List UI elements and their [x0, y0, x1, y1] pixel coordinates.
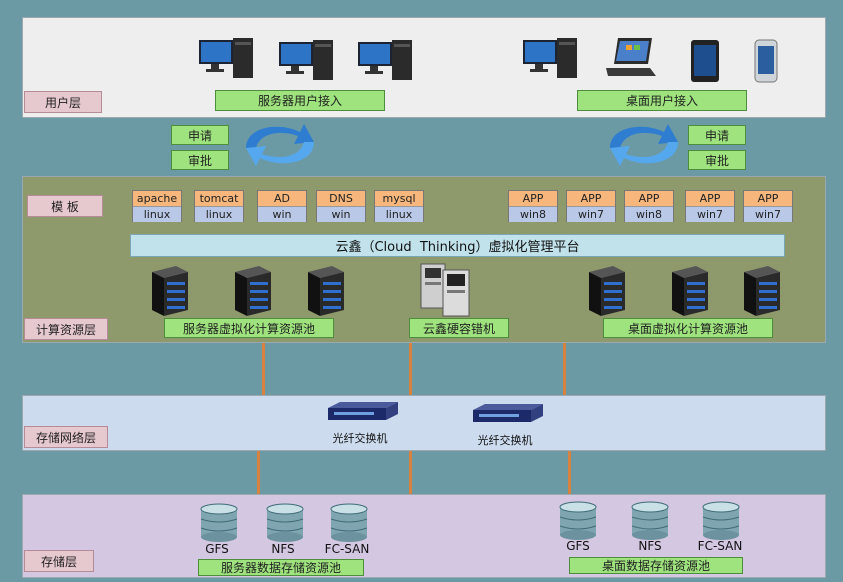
connector-line: [563, 342, 566, 395]
template-app: DNS: [317, 191, 365, 207]
template-app: APP: [567, 191, 615, 207]
fiber-switch-icon: [328, 402, 398, 420]
template-os: win7: [744, 207, 792, 222]
storage-type-label: GFS: [205, 542, 229, 556]
desktop-computer-icon: [199, 38, 253, 78]
storage-type-label: NFS: [638, 539, 662, 553]
storage-type-label: NFS: [271, 542, 295, 556]
database-icon: [266, 503, 304, 542]
fiber-switch-icon: [473, 404, 543, 422]
template-os: win7: [686, 207, 734, 222]
template-app: APP: [625, 191, 673, 207]
storage-network-layer-label: 存储网络层: [24, 426, 108, 448]
template-app: AD: [258, 191, 306, 207]
cycle-arrows-icon: [610, 124, 678, 166]
approve-label: 审批: [688, 150, 746, 170]
template-os: win: [258, 207, 306, 222]
database-icon: [631, 501, 669, 540]
database-icon: [702, 501, 740, 540]
user-layer-label: 用户层: [24, 91, 102, 113]
desktop-storage-pool-label: 桌面数据存储资源池: [569, 557, 743, 574]
template-app: APP: [744, 191, 792, 207]
desktop-computer-icon: [523, 38, 577, 78]
fiber-switch-label: 光纤交换机: [332, 432, 388, 445]
template-os: win: [317, 207, 365, 222]
server-rack-icon: [672, 266, 708, 316]
template-os: linux: [375, 207, 423, 222]
storage-type-label: FC-SAN: [697, 539, 743, 553]
virtualization-platform-bar: 云鑫（Cloud Thinking）虚拟化管理平台: [130, 234, 785, 257]
server-rack-icon: [589, 266, 625, 316]
storage-type-label: GFS: [566, 539, 590, 553]
storage-layer-label: 存储层: [24, 550, 94, 572]
connector-line: [262, 342, 265, 395]
desktop-computer-icon: [279, 40, 333, 80]
storage-network-layer: [22, 395, 826, 451]
apply-label: 申请: [171, 125, 229, 145]
apply-label: 申请: [688, 125, 746, 145]
template-app: apache: [133, 191, 181, 207]
template-os: linux: [133, 207, 181, 222]
database-icon: [200, 503, 238, 542]
server-rack-icon: [152, 266, 188, 316]
connector-line: [257, 450, 260, 494]
server-rack-icon: [308, 266, 344, 316]
template-app: APP: [509, 191, 557, 207]
laptop-icon: [606, 38, 656, 76]
template-app: mysql: [375, 191, 423, 207]
server-user-access-label: 服务器用户接入: [215, 90, 385, 111]
template-label: 模 板: [27, 195, 103, 217]
connector-line: [409, 342, 412, 395]
server-rack-icon: [235, 266, 271, 316]
desktop-compute-pool-label: 桌面虚拟化计算资源池: [603, 318, 773, 338]
server-storage-pool-label: 服务器数据存储资源池: [198, 559, 364, 576]
desktop-computer-icon: [358, 40, 412, 80]
cycle-arrows-icon: [246, 124, 314, 166]
smartphone-icon: [754, 39, 778, 83]
cloud-fault-tolerant-label: 云鑫硬容错机: [409, 318, 509, 338]
template-app: APP: [686, 191, 734, 207]
desktop-user-access-label: 桌面用户接入: [577, 90, 747, 111]
tablet-icon: [691, 40, 719, 82]
server-compute-pool-label: 服务器虚拟化计算资源池: [164, 318, 334, 338]
template-os: win8: [625, 207, 673, 222]
storage-type-label: FC-SAN: [324, 542, 370, 556]
server-rack-icon: [744, 266, 780, 316]
compute-layer-label: 计算资源层: [24, 318, 108, 340]
connector-line: [409, 450, 412, 494]
template-os: win8: [509, 207, 557, 222]
server-tower-icon: [420, 263, 470, 317]
template-os: win7: [567, 207, 615, 222]
template-app: tomcat: [195, 191, 243, 207]
template-os: linux: [195, 207, 243, 222]
fiber-switch-label: 光纤交换机: [477, 434, 533, 447]
database-icon: [559, 501, 597, 540]
approve-label: 审批: [171, 150, 229, 170]
database-icon: [330, 503, 368, 542]
connector-line: [568, 450, 571, 494]
